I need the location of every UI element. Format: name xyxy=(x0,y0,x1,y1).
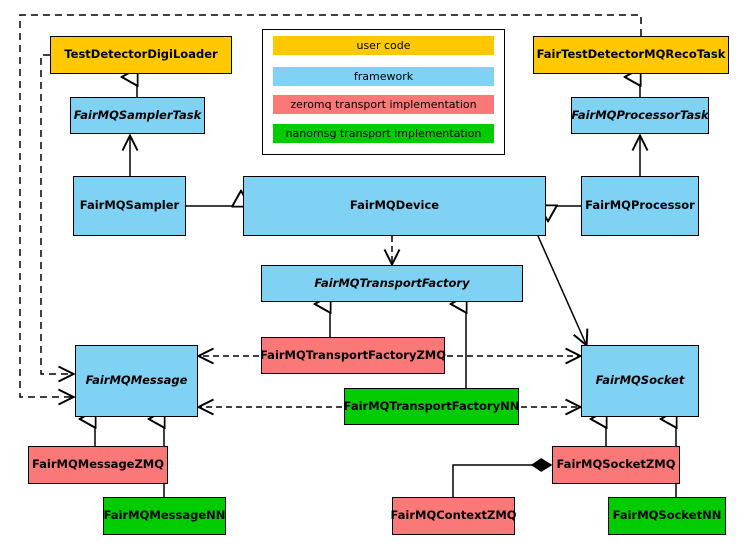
class-node-label: FairMQContextZMQ xyxy=(390,508,517,523)
class-node-label: FairMQSocketNN xyxy=(612,508,722,523)
class-node-fairmqsocket[interactable]: FairMQSocket xyxy=(581,345,699,417)
class-node-fairmqdevice[interactable]: FairMQDevice xyxy=(243,176,546,236)
class-node-label: FairMQSocketZMQ xyxy=(556,457,676,472)
class-node-fairmqmessage[interactable]: FairMQMessage xyxy=(75,345,198,417)
class-node-fairmqsamplertask[interactable]: FairMQSamplerTask xyxy=(70,97,205,134)
class-node-label: FairMQMessageZMQ xyxy=(31,457,165,472)
class-node-fairmqcontextzmq[interactable]: FairMQContextZMQ xyxy=(390,497,517,535)
legend-label-framework: framework xyxy=(353,70,414,83)
legend-item-nanomsg: nanomsg transport implementation xyxy=(273,124,494,143)
edge-device-to-socket xyxy=(537,235,586,344)
class-node-label: FairMQProcessorTask xyxy=(571,107,709,122)
class-node-label: FairMQSocket xyxy=(595,373,685,388)
class-node-fairmqsampler[interactable]: FairMQSampler xyxy=(73,176,186,236)
class-node-label: FairMQSampler xyxy=(79,198,180,213)
class-node-fairmqmessagenn[interactable]: FairMQMessageNN xyxy=(103,497,226,535)
class-node-label: FairMQMessageNN xyxy=(103,508,226,523)
class-node-label: FairMQDevice xyxy=(349,198,440,213)
legend-label-zeromq: zeromq transport implementation xyxy=(290,98,477,111)
class-node-fairmqsocketzmq[interactable]: FairMQSocketZMQ xyxy=(552,446,680,484)
edge-digiloader-to-message-2 xyxy=(40,54,72,374)
class-node-fairmqprocessor[interactable]: FairMQProcessor xyxy=(581,176,699,236)
class-node-label: FairMQSamplerTask xyxy=(73,107,202,122)
class-node-fairmqsocketnn[interactable]: FairMQSocketNN xyxy=(608,497,726,535)
edge-contextzmq-to-socketzmq xyxy=(452,465,551,497)
legend-item-user-code: user code xyxy=(273,36,494,55)
legend-label-user-code: user code xyxy=(356,39,411,52)
class-node-fairmqmessagezmq[interactable]: FairMQMessageZMQ xyxy=(28,446,168,484)
class-node-label: FairMQTransportFactoryNN xyxy=(343,398,520,413)
class-node-fairmqtransportfactorynn[interactable]: FairMQTransportFactoryNN xyxy=(344,388,519,425)
class-node-label: TestDetectorDigiLoader xyxy=(64,47,218,62)
class-node-label: FairMQTransportFactoryZMQ xyxy=(260,347,447,362)
class-node-fairmqtransportfactory[interactable]: FairMQTransportFactory xyxy=(261,265,523,302)
class-node-label: FairMQProcessor xyxy=(585,198,695,213)
class-node-label: FairMQTransportFactory xyxy=(314,275,470,290)
class-node-fairmqprocessortask[interactable]: FairMQProcessorTask xyxy=(571,97,709,134)
legend-label-nanomsg: nanomsg transport implementation xyxy=(285,127,482,140)
class-node-testdetectordigiloader[interactable]: TestDetectorDigiLoader xyxy=(50,36,232,74)
class-node-label: FairMQMessage xyxy=(85,373,188,388)
legend-item-zeromq: zeromq transport implementation xyxy=(273,95,494,114)
class-node-label: FairTestDetectorMQRecoTask xyxy=(536,47,726,62)
class-node-fairmqtransportfactoryzmq[interactable]: FairMQTransportFactoryZMQ xyxy=(260,337,447,374)
class-node-fairtestdetectormqrecotask[interactable]: FairTestDetectorMQRecoTask xyxy=(533,36,729,74)
legend-item-framework: framework xyxy=(273,67,494,86)
